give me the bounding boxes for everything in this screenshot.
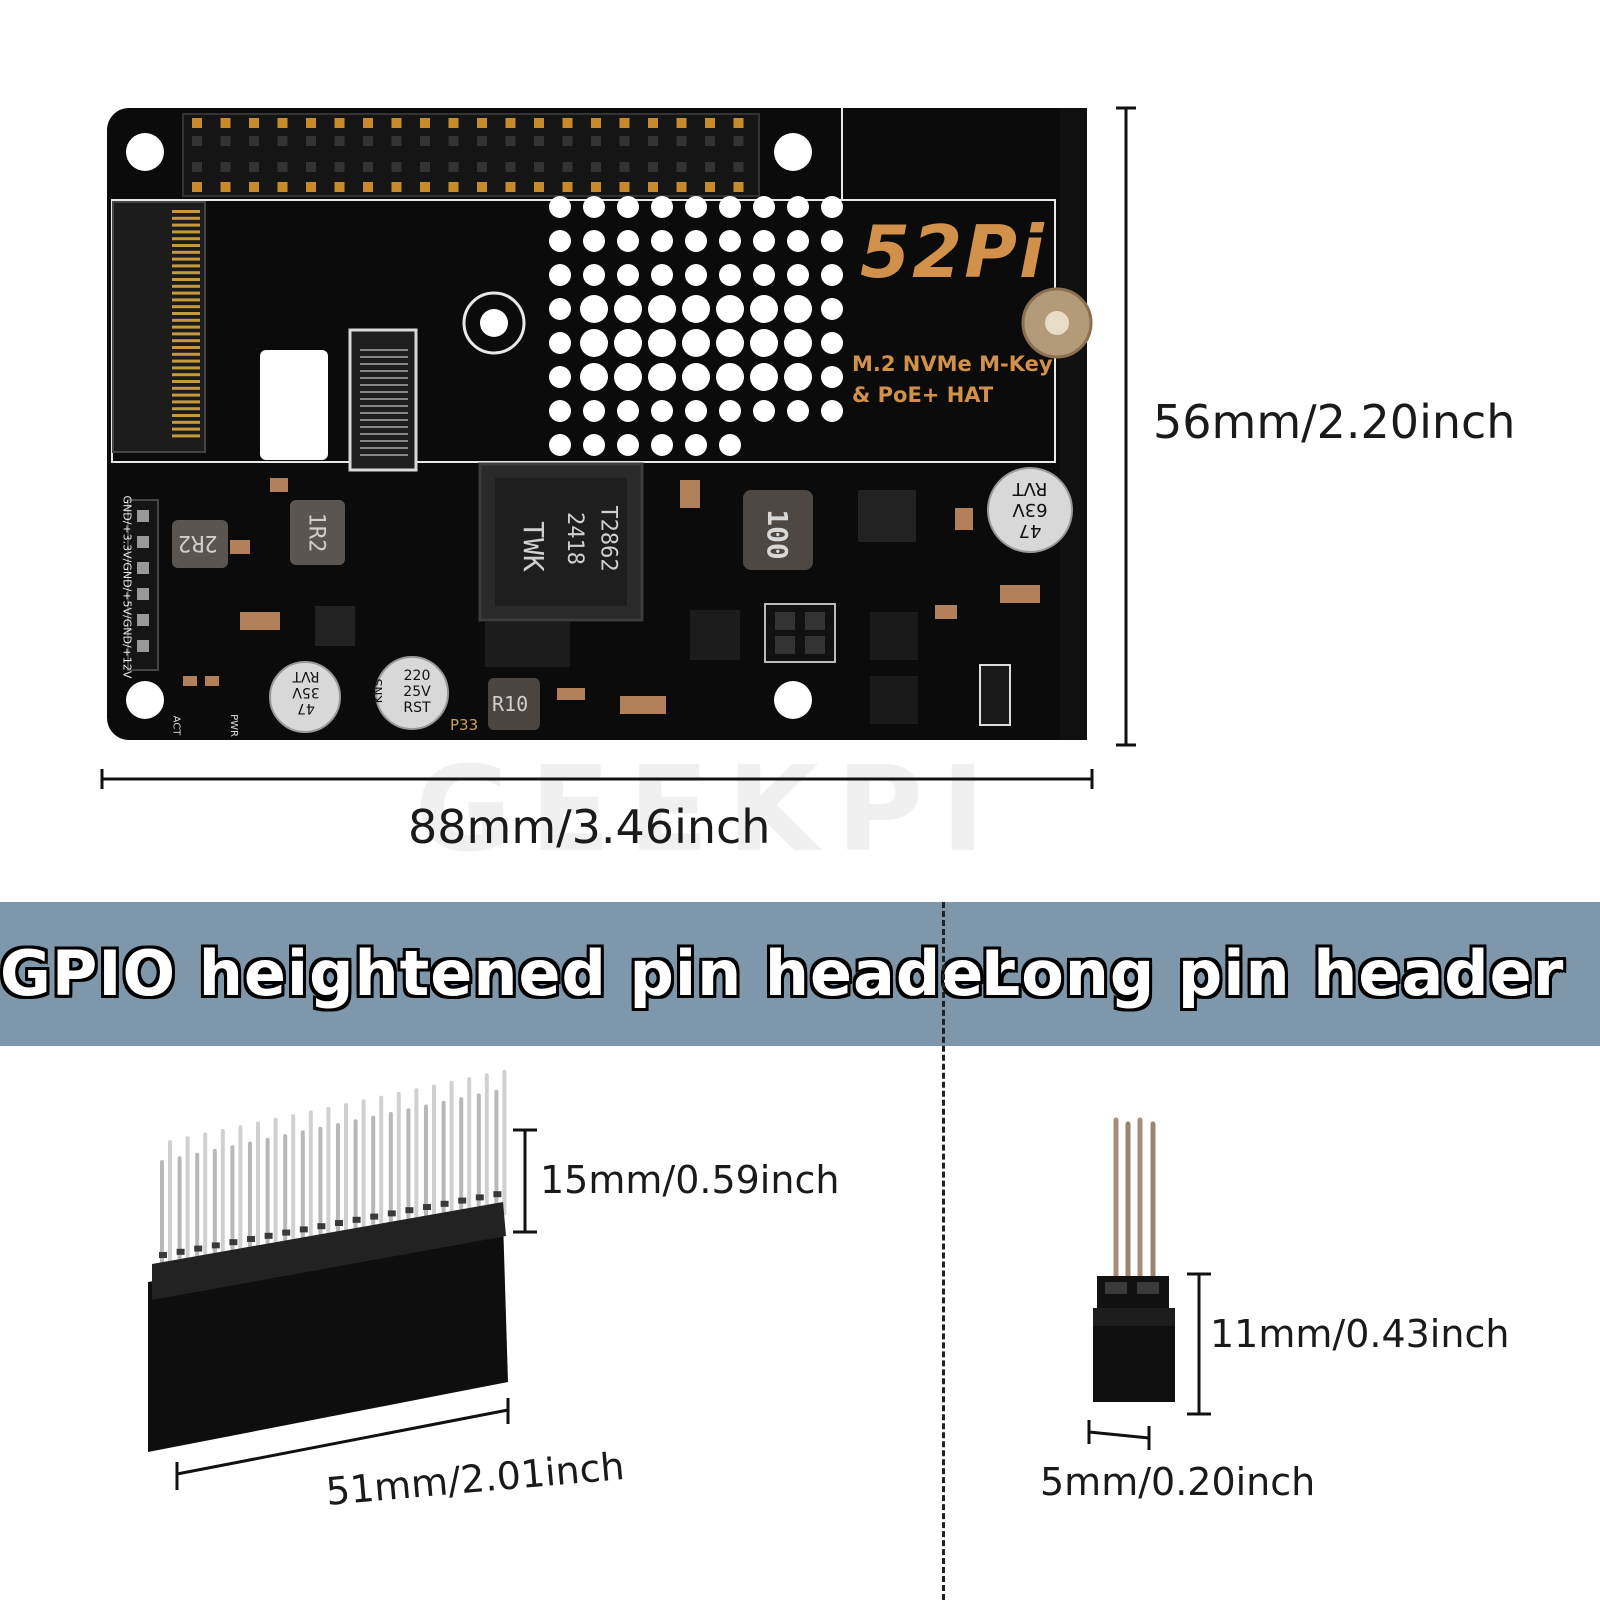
cap-right-line2: 63V (1012, 499, 1048, 520)
fpc-connector (348, 328, 418, 472)
inductor-r10-label: R10 (492, 692, 529, 716)
transformer-label-2: 2418 (561, 512, 587, 565)
height-dimension-label: 56mm/2.20inch (1153, 395, 1516, 449)
long-width-label: 5mm/0.20inch (1040, 1460, 1316, 1504)
inductor-100 (743, 490, 813, 570)
mark-act: ACT (170, 715, 182, 736)
long-header-illustration (1087, 1117, 1211, 1450)
mount-hole-bl (126, 681, 164, 719)
product-name-line2: & PoE+ HAT (852, 383, 994, 407)
ic-chip-right (858, 490, 916, 542)
inductor-r10 (488, 678, 540, 730)
cap-mid-line3: RST (403, 700, 431, 716)
gpio-header (182, 113, 760, 197)
watermark-text: GEEKPI (415, 740, 1003, 878)
inductor-100-label: 100 (760, 509, 794, 560)
inductor-1r2-label: 1R2 (303, 512, 329, 553)
cap-right-line3: RVT (1012, 478, 1048, 499)
cap-left-line2: 35V (292, 684, 320, 700)
cap-mid-line1: 220 (403, 668, 431, 684)
long-height-label: 11mm/0.43inch (1210, 1312, 1510, 1356)
brand-logo: 52Pi (860, 210, 1046, 294)
section-header-band (0, 902, 1600, 1046)
pin-function-label: GND/+3.3V/GND/+5V/GND/+12V (120, 495, 134, 679)
ic-chip-mid (690, 610, 740, 660)
capacitor-mid (375, 656, 449, 730)
inductor-2r2-label: 2R2 (178, 530, 218, 555)
mark-p33: P33 (450, 716, 479, 734)
gpio-pin-length-label: 15mm/0.59inch (540, 1158, 840, 1202)
mount-hole-tl (126, 133, 164, 171)
inductor-1r2 (290, 500, 345, 565)
mark-pwr: PWR (227, 714, 239, 737)
pcb-board (107, 108, 1087, 740)
transformer-label-1: TWK (516, 521, 550, 572)
transformer-label-3: T2862 (595, 505, 621, 572)
cap-mid-side: KNS (371, 678, 386, 704)
cap-left-line1: 47 (297, 700, 315, 716)
cap-mid-line2: 25V (403, 684, 431, 700)
capacitor-right (987, 467, 1073, 553)
capacitor-left (269, 661, 341, 733)
inductor-2r2 (172, 520, 228, 568)
long-pin-section-title: Long pin header (980, 937, 1565, 1010)
mount-hole-tr (774, 133, 812, 171)
diode-block (485, 622, 570, 667)
width-dimension-label: 88mm/3.46inch (408, 800, 771, 854)
cap-left-line3: RVT (292, 668, 320, 684)
ic-chip-left (315, 606, 355, 646)
gpio-width-line (176, 1408, 509, 1476)
gpio-section-title: GPIO heightened pin header (0, 937, 1016, 1010)
section-divider (942, 902, 945, 1600)
long-width-line (1088, 1430, 1150, 1440)
gpio-header-illustration (148, 1069, 537, 1490)
mount-hole-br (774, 681, 812, 719)
board-cutout (260, 350, 328, 460)
product-name-line1: M.2 NVMe M-Key (852, 352, 1053, 376)
cap-right-line1: 47 (1018, 520, 1042, 541)
pcb-board-illustration (100, 106, 1136, 789)
